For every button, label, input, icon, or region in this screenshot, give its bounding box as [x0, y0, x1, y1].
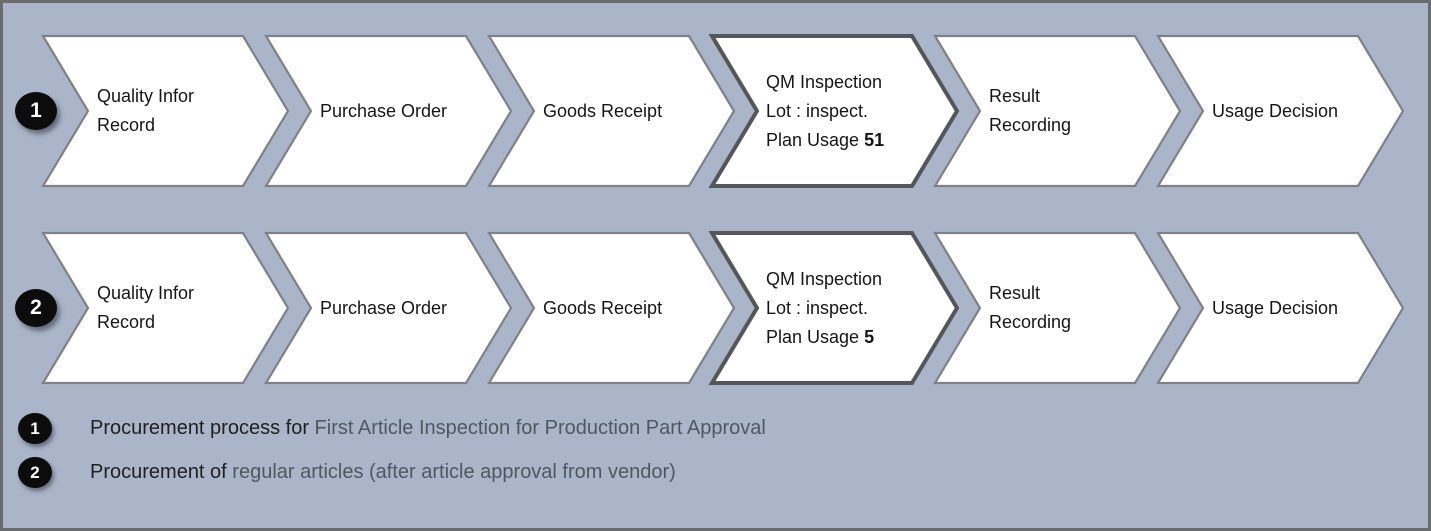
- chevron-result-recording-row1: Result Recording: [933, 34, 1182, 188]
- chevron-label-line: Usage Decision: [1212, 100, 1339, 121]
- chevron-label-line: Record: [97, 312, 156, 332]
- chevron-label-line: Quality Infor: [97, 283, 195, 303]
- chevron-label-line: Purchase Order: [320, 297, 448, 318]
- chevron-label: Usage Decision: [1212, 233, 1360, 383]
- chevron-arrow-icon: [487, 34, 736, 188]
- chevron-arrow-icon: [933, 231, 1182, 385]
- legend-2-number-badge: 2: [18, 457, 52, 488]
- legend-2-rest: regular articles (after article approval…: [232, 461, 676, 483]
- chevron-label-line: Lot : inspect.: [766, 100, 869, 121]
- legend-2-text: Procurement of regular articles (after a…: [90, 461, 676, 484]
- chevron-result-recording-row2: Result Recording: [933, 231, 1182, 385]
- chevron-label-line: Result: [989, 86, 1041, 106]
- chevron-arrow-icon: [1156, 231, 1405, 385]
- chevron-label-line: Quality Infor: [97, 86, 195, 106]
- chevron-goods-receipt-row1: Goods Receipt: [487, 34, 736, 188]
- chevron-label-line: Result: [989, 283, 1041, 303]
- row-2-number-badge: 2: [15, 289, 57, 327]
- row-2-number: 2: [30, 296, 42, 319]
- legend-item-2: 2 Procurement of regular articles (after…: [18, 457, 676, 488]
- row-1-number-badge: 1: [15, 92, 57, 130]
- chevron-arrow-icon: [708, 231, 960, 385]
- chevron-purchase-order-row2: Purchase Order: [264, 231, 513, 385]
- plan-usage-text: Plan Usage: [766, 129, 865, 150]
- chevron-label: Result Recording: [989, 233, 1137, 383]
- legend-2-number: 2: [30, 462, 40, 482]
- chevron-arrow-icon: [41, 34, 290, 188]
- chevron-arrow-icon: [708, 34, 960, 188]
- chevron-label: Result Recording: [989, 36, 1137, 186]
- chevron-usage-decision-row1: Usage Decision: [1156, 34, 1405, 188]
- chevron-label: Quality Infor Record: [97, 36, 245, 186]
- chevron-arrow-icon: [933, 34, 1182, 188]
- chevron-label-line: QM Inspection: [766, 268, 883, 289]
- chevron-label-line: Plan Usage 5: [766, 323, 914, 352]
- chevron-quality-info-record-row1: Quality Infor Record: [41, 34, 290, 188]
- chevron-label-line: Goods Receipt: [543, 297, 663, 318]
- legend-1-text: Procurement process for First Article In…: [90, 417, 766, 440]
- chevron-label-line: Plan Usage 51: [766, 126, 914, 155]
- chevron-arrow-icon: [487, 231, 736, 385]
- chevron-arrow-icon: [264, 34, 513, 188]
- plan-usage-value: 51: [864, 129, 885, 150]
- legend-1-number: 1: [30, 418, 40, 438]
- row-1-number: 1: [30, 99, 42, 122]
- chevron-purchase-order-row1: Purchase Order: [264, 34, 513, 188]
- plan-usage-value: 5: [864, 326, 875, 347]
- chevron-label: Purchase Order: [320, 233, 468, 383]
- chevron-label: Goods Receipt: [543, 36, 691, 186]
- chevron-quality-info-record-row2: Quality Infor Record: [41, 231, 290, 385]
- chevron-label: QM Inspection Lot : inspect. Plan Usage …: [766, 233, 914, 383]
- chevron-label-line: Lot : inspect.: [766, 297, 869, 318]
- chevron-qm-inspection-lot-row1: QM Inspection Lot : inspect. Plan Usage …: [708, 34, 960, 188]
- chevron-goods-receipt-row2: Goods Receipt: [487, 231, 736, 385]
- chevron-label-line: QM Inspection: [766, 71, 883, 92]
- chevron-arrow-icon: [1156, 34, 1405, 188]
- chevron-label-line: Purchase Order: [320, 100, 448, 121]
- chevron-label: Quality Infor Record: [97, 233, 245, 383]
- chevron-usage-decision-row2: Usage Decision: [1156, 231, 1405, 385]
- chevron-label: Purchase Order: [320, 36, 468, 186]
- chevron-label-line: Record: [97, 115, 156, 135]
- legend-1-rest: First Article Inspection for Production …: [314, 417, 766, 439]
- chevron-qm-inspection-lot-row2: QM Inspection Lot : inspect. Plan Usage …: [708, 231, 960, 385]
- legend-1-lead: Procurement process for: [90, 417, 315, 439]
- chevron-label: Goods Receipt: [543, 233, 691, 383]
- legend-2-lead: Procurement of: [90, 461, 233, 483]
- chevron-label-line: Goods Receipt: [543, 100, 663, 121]
- chevron-label: Usage Decision: [1212, 36, 1360, 186]
- chevron-arrow-icon: [41, 231, 290, 385]
- chevron-label-line: Recording: [989, 115, 1072, 135]
- legend-1-number-badge: 1: [18, 413, 52, 444]
- legend-item-1: 1 Procurement process for First Article …: [18, 413, 766, 444]
- chevron-label: QM Inspection Lot : inspect. Plan Usage …: [766, 36, 914, 186]
- plan-usage-text: Plan Usage: [766, 326, 865, 347]
- chevron-label-line: Usage Decision: [1212, 297, 1339, 318]
- chevron-label-line: Recording: [989, 312, 1072, 332]
- chevron-arrow-icon: [264, 231, 513, 385]
